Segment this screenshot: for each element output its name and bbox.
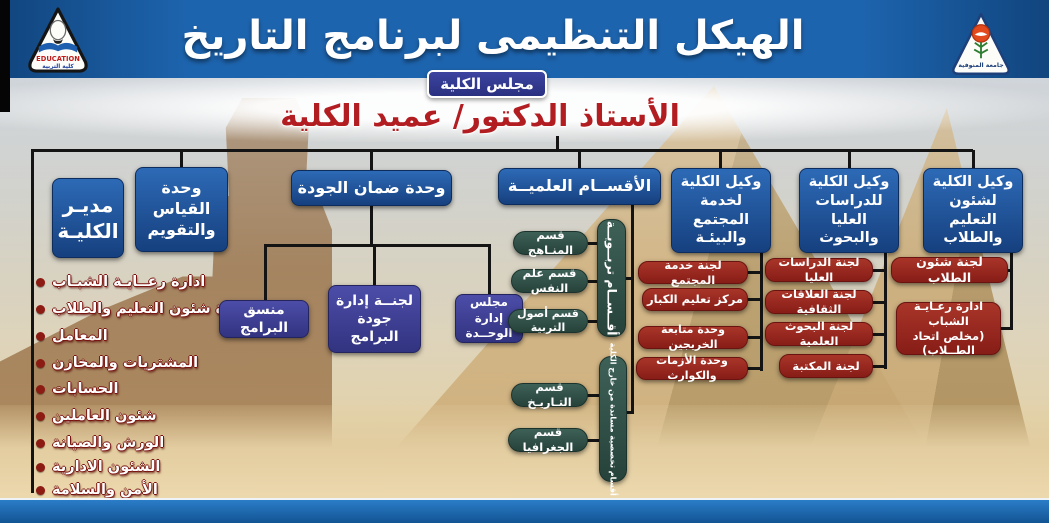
org-box-vice-dean-graduate: وكيل الكلية للدراسات العليا والبحوث [799,168,899,253]
director-list-item: المعامل [36,328,108,344]
bird-icon [974,32,988,36]
org-box-community-service-committee: لجنة خدمة المجتمع [638,258,748,287]
connector-line [748,298,762,301]
connector-line [264,244,491,247]
menoufia-university-logo: جامعة المنوفية [952,12,1010,75]
org-box-scientific-research-committee: لجنة البحوث العلمية [765,319,873,348]
connector-line [588,320,599,323]
bullet-icon [36,277,45,287]
director-list-item: الحسابات [36,381,119,397]
footer-bar [0,498,1049,523]
connector-line [873,301,886,304]
director-list-item: الورش والصيانة [36,435,164,451]
director-list-item: ادارة رعــايـة الشبـاب [36,274,205,290]
org-box-graduate-studies-committee: لجنة الدراسات العليا [765,255,873,284]
connector-line [760,251,763,371]
council-badge: مجلس الكلية [427,70,547,98]
logo-university-arabic-text: جامعة المنوفية [958,62,1003,69]
org-box-quality-unit: وحدة ضمان الجودة [291,170,452,206]
bullet-icon [36,358,45,368]
org-box-curricula-dept: قسم المنـاهج [513,228,588,257]
connector-line [972,150,975,169]
left-black-edge [0,0,10,112]
bullet-icon [36,485,45,495]
connector-line [873,269,886,272]
connector-line [488,244,491,295]
connector-line [748,367,762,370]
connector-line [884,251,887,369]
connector-line [719,150,722,169]
sand-foreground [0,405,1049,500]
connector-line [873,333,886,336]
org-box-crisis-disaster-unit: وحدة الأزمات والكوارث [636,354,748,382]
connector-line [1004,269,1013,272]
org-box-cultural-relations-committee: لجنة العلاقات الثقافية [765,287,873,316]
org-box-vice-dean-community: وكيل الكلية لخدمة المجتمع والبيئـة [671,168,771,253]
connector-line [624,277,633,280]
bullet-icon [36,304,45,314]
org-box-measurement-unit: وحدة القياس والتقويم [135,167,228,252]
bullet-icon [36,438,45,448]
connector-line [848,150,851,169]
connector-line [370,150,373,171]
bullet-icon [36,411,45,421]
page-title: الهيكل التنظيمى لبرنامج التاريخ [181,13,805,59]
org-box-unit-board: مجلس إدارة الوحــدة [455,294,523,343]
connector-line [631,203,634,413]
connector-line [748,271,762,274]
org-box-program-quality-committee: لجنــة إدارة جودة البرامج [328,285,421,353]
connector-line [556,136,559,150]
dean-title: الأستاذ الدكتور/ عميد الكلية [280,99,680,134]
title-banner [0,0,1049,78]
org-box-history-dept: قسم التـاريـخ [511,380,588,409]
org-box-student-affairs-committee: لجنة شئون الطلاب [891,254,1008,285]
connector-line [586,439,601,442]
org-box-vice-dean-education: وكيل الكلية لشئون التعليم والطلاب [923,168,1023,253]
connector-line [31,149,973,152]
connector-line [370,205,373,246]
bullet-icon [36,331,45,341]
org-box-adult-education-center: مركز تعليم الكبار [642,288,748,311]
org-box-program-coordinator: منسق البرامج [219,300,309,338]
connector-line [578,150,581,169]
open-book-icon [38,42,78,53]
connector-line [625,411,634,414]
connector-line [180,150,183,168]
connector-line [588,280,599,283]
director-list-item: الشئون الادارية [36,459,160,475]
org-box-geography-dept: قسم الجغرافيا [508,425,588,454]
org-box-graduates-followup-unit: وحدة متابعة الخريجين [638,323,748,351]
faculty-of-education-logo: EDUCATION كلية التربية [28,7,88,73]
connector-line [873,365,886,368]
org-box-scientific-departments: الأقســام العلميــة [498,168,661,205]
educational-departments-group-label: أقــســام تربــويــة [597,219,626,337]
connector-line [748,336,762,339]
specialized-departments-group-label: أقسام تخصصية مساندة من خارج الكلية [599,342,627,496]
director-list-item: ادارة شئون التعليم والطلاب [36,301,250,317]
connector-line [1010,251,1013,330]
logo-education-text: EDUCATION [36,55,80,63]
lamp-icon [49,19,67,41]
bullet-icon [36,384,45,394]
org-box-foundations-of-education-dept: قسم أصول التربية [508,307,588,334]
bullet-icon [36,462,45,472]
connector-line [31,149,34,493]
connector-line [586,394,601,397]
director-list-item: شئون العاملين [36,408,157,424]
director-list-item: الأمن والسلامة [36,482,158,498]
connector-line [264,244,267,301]
org-box-youth-welfare-admin: ادارة رعـايـة الشباب (مخلص اتحاد الطــلا… [896,299,1001,357]
director-list-item: المشتريات والمخازن [36,355,198,371]
connector-line [999,327,1013,330]
logo-faculty-arabic-text: كلية التربية [42,63,74,70]
org-box-library-committee: لجنة المكتبة [779,354,873,378]
wheat-branches-icon [973,41,989,59]
connector-line [588,242,599,245]
org-box-psychology-dept: قسم علم النفس [511,266,588,295]
connector-line [373,244,376,286]
org-box-director: مديـر الكليـة [52,178,124,258]
